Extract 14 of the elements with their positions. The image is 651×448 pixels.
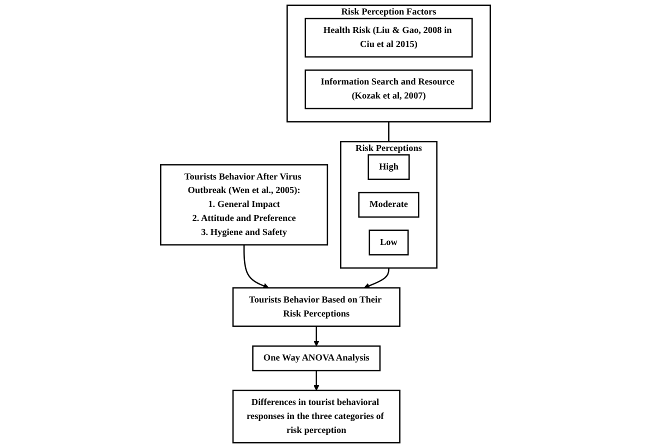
node-box: Moderate bbox=[358, 192, 420, 218]
node-box: Information Search and Resource (Kozak et al, 2007) bbox=[304, 69, 473, 110]
arrow bbox=[243, 244, 269, 289]
connector bbox=[388, 122, 390, 142]
arrow bbox=[314, 326, 320, 346]
node-box: Health Risk (Liu & Gao, 2008 in Ciu et al 2015) bbox=[304, 18, 473, 58]
node-box: Tourists Behavior After Virus Outbreak (Wen et al., 2005): 1. General Impact 2. Attitude and Preference 3. Hygiene and Safety bbox=[160, 164, 328, 246]
node-box: Tourists Behavior Based on Their Risk Perceptions bbox=[232, 287, 400, 327]
arrow bbox=[314, 370, 320, 391]
node-box: Differences in tourist behavioral responses in the three categories of risk perception bbox=[232, 390, 400, 444]
node-box: High bbox=[368, 154, 410, 180]
node-box: One Way ANOVA Analysis bbox=[252, 345, 381, 372]
node-box: Low bbox=[368, 230, 409, 256]
arrow bbox=[364, 268, 390, 289]
